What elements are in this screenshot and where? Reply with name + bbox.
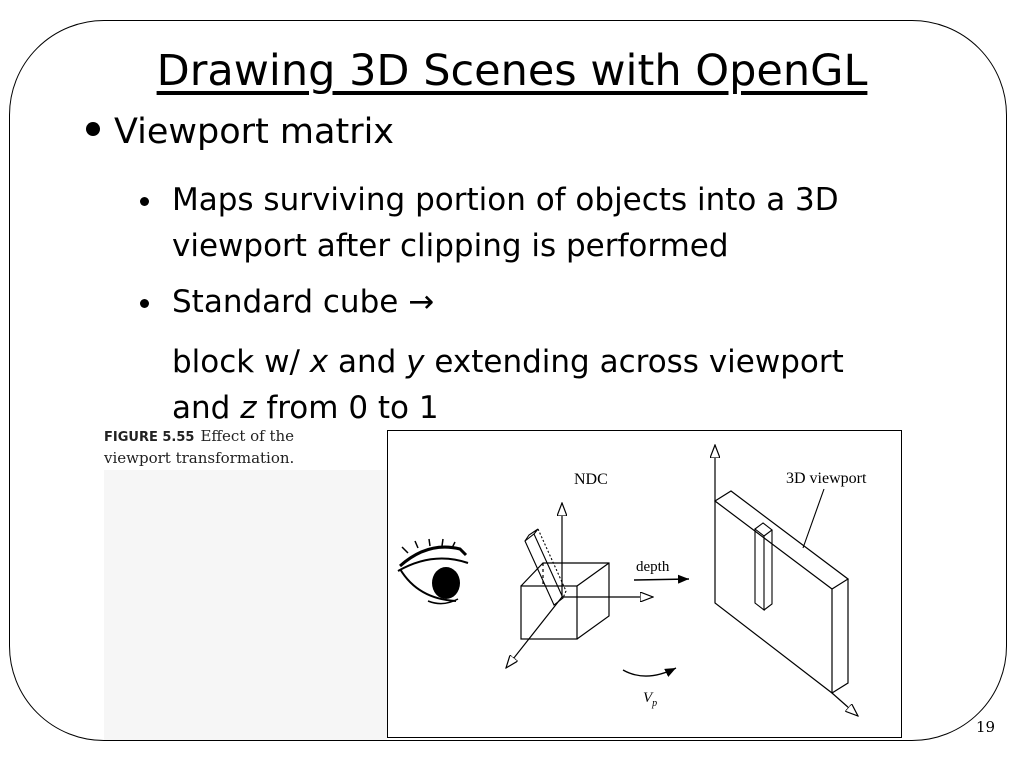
z-variable: z (240, 390, 257, 426)
x-variable: x (309, 344, 329, 380)
bullet-viewport-matrix: Viewport matrix (86, 112, 394, 152)
figure-caption-text-2: viewport transformation. (104, 449, 295, 467)
sub-bullet-dot-icon (140, 299, 149, 308)
figure-background (104, 470, 387, 740)
slide-frame (9, 20, 1007, 741)
viewport-leader-line (802, 488, 825, 549)
bullet-text: Viewport matrix (114, 112, 395, 152)
sub-bullet-standard-cube-text: Standard cube → (172, 284, 435, 320)
depth-arrow (633, 574, 690, 584)
viewport-label: 3D viewport (786, 470, 867, 487)
vp-label: Vp (643, 690, 657, 709)
ndc-slanted-block (524, 528, 567, 606)
right-arrow-icon: → (408, 284, 435, 320)
block-line: block w/ x and y extending across viewpo… (172, 344, 844, 380)
and-z-line: and z from 0 to 1 (172, 390, 439, 426)
y-variable: y (406, 344, 425, 380)
ndc-cube (520, 562, 610, 640)
viewport-inner-block (754, 522, 773, 612)
bullet-dot-icon (86, 122, 100, 136)
viewport-diagram: NDC depth Vp 3D viewport (397, 431, 867, 739)
sub-bullet-maps-line2: viewport after clipping is performed (172, 228, 729, 264)
viewport-figure: NDC depth Vp 3D viewport (387, 430, 902, 738)
page-number: 19 (976, 718, 996, 736)
figure-caption-text-1: Effect of the (200, 427, 295, 445)
slide-title: Drawing 3D Scenes with OpenGL (156, 46, 868, 96)
eye-icon (397, 538, 469, 605)
ndc-label: NDC (574, 471, 608, 488)
viewport-slab (713, 490, 850, 695)
sub-bullet-dot-icon (140, 197, 149, 206)
depth-label: depth (636, 559, 670, 575)
sub-bullet-maps-line1: Maps surviving portion of objects into a… (172, 182, 839, 218)
vp-curved-arrow (622, 667, 677, 677)
ndc-z-axis (506, 596, 563, 668)
figure-caption: FIGURE 5.55 Effect of the viewport transf… (104, 426, 294, 469)
viewport-z-axis (831, 692, 858, 716)
figure-caption-label: FIGURE 5.55 (104, 430, 195, 445)
